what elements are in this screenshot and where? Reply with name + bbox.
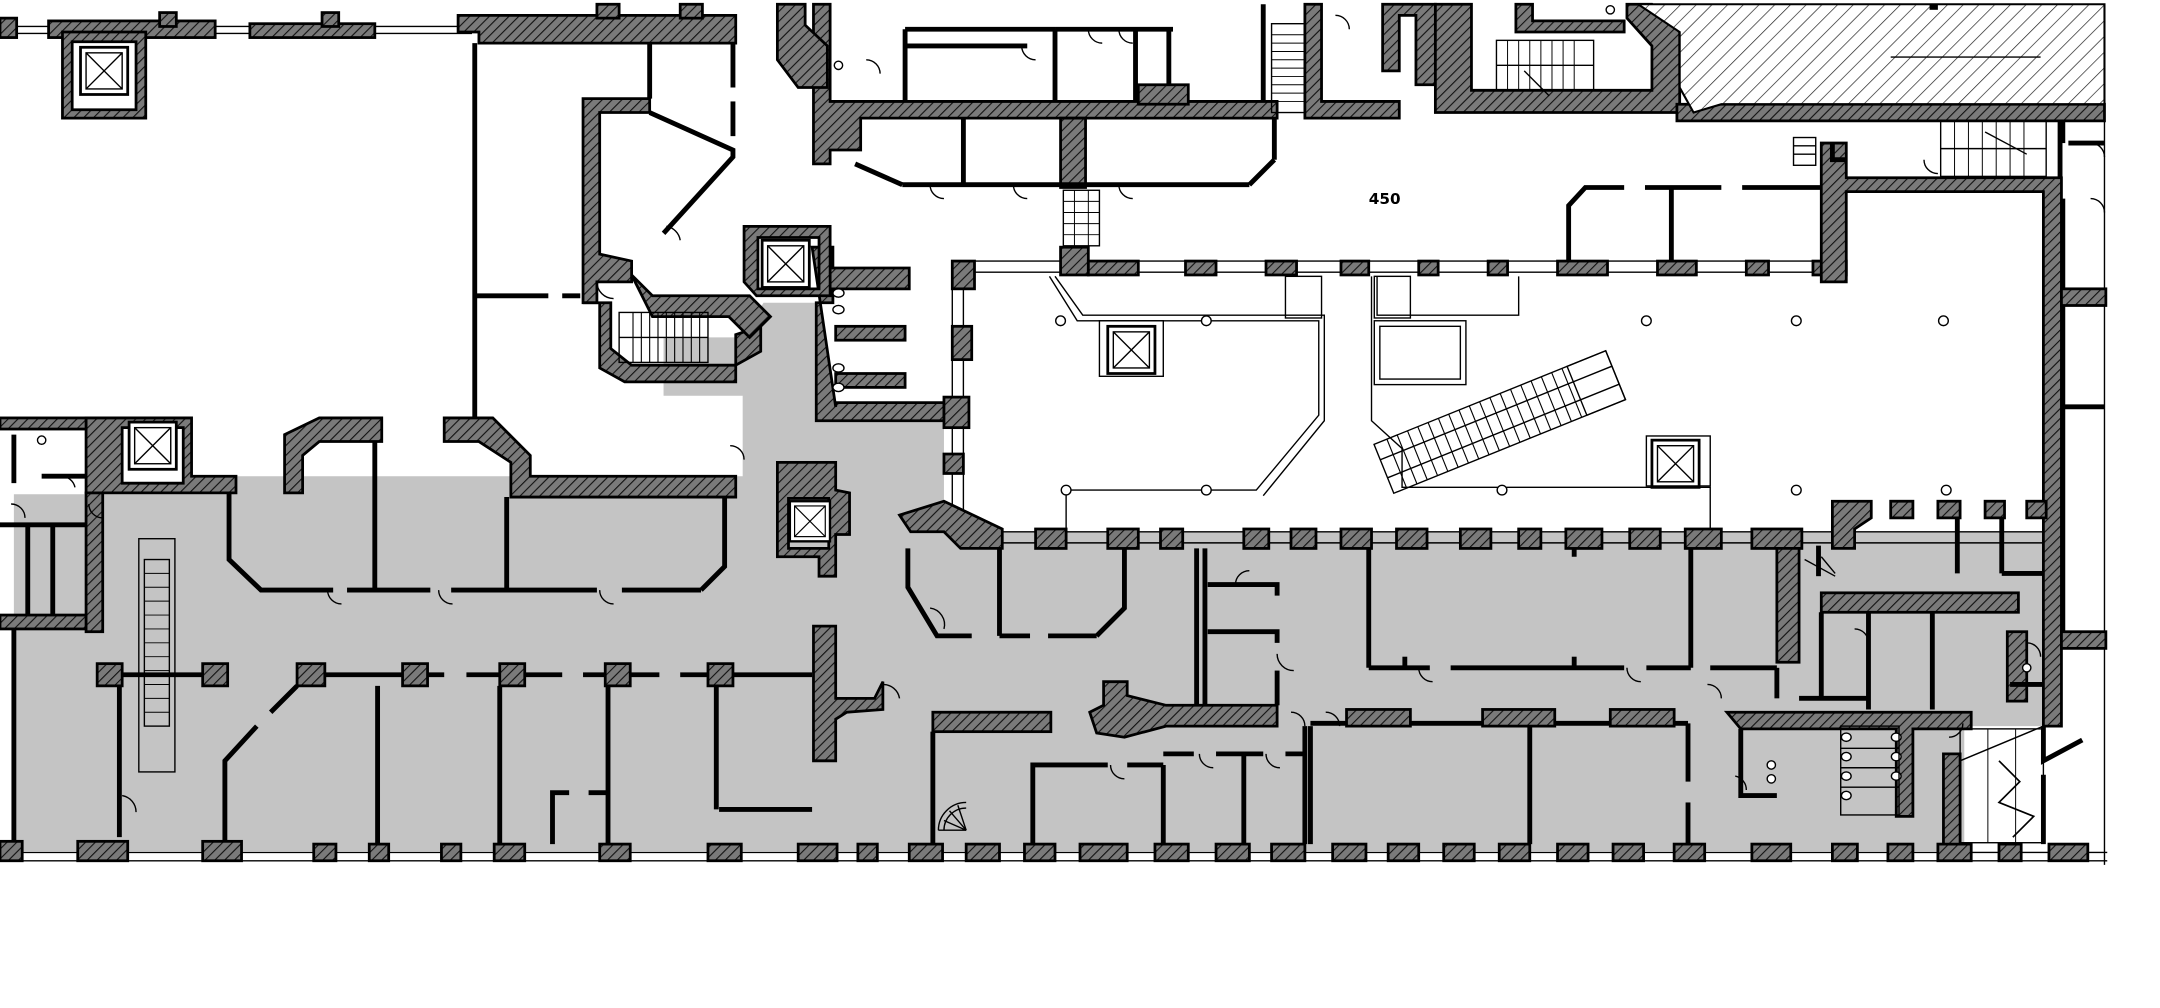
spiral-stair-icon (937, 801, 967, 831)
escalator-icon (1386, 368, 1583, 489)
room-label-group: 450 (1369, 190, 1401, 208)
partition-walls (0, 4, 2105, 845)
staircase-icon (138, 22, 2047, 844)
hatched-zone (1634, 3, 2106, 114)
atrium-outlines (1048, 275, 1711, 529)
toilet-icon (36, 4, 2032, 816)
room-number-label: 450 (1369, 190, 1401, 208)
door-icon (11, 14, 2106, 813)
structural-walls (0, 2, 2108, 863)
atrium-columns (1055, 315, 1952, 496)
elevator-icon (79, 45, 1711, 543)
